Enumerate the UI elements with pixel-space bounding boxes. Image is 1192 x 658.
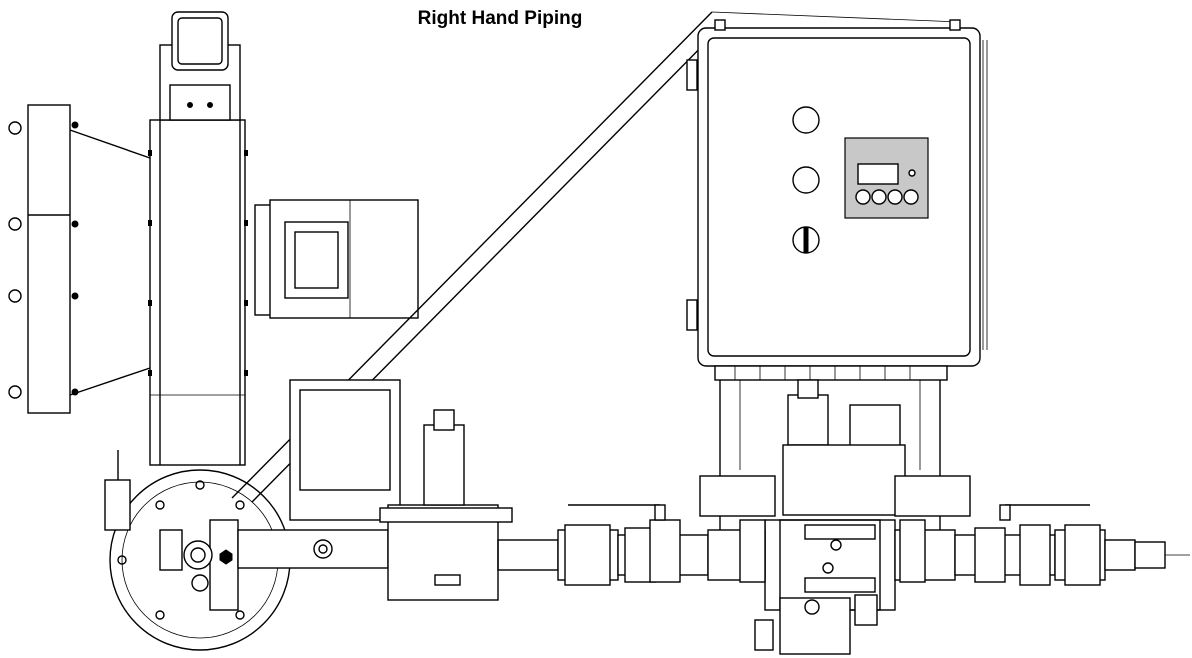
- burner-backplate: [104, 450, 291, 651]
- indicator-light: [792, 166, 820, 194]
- inlet-hooks: [8, 121, 22, 399]
- flame-controller: [844, 137, 929, 219]
- diagram-title: Right Hand Piping: [417, 8, 583, 29]
- pilot-light: [792, 106, 820, 134]
- control-panel: [686, 19, 988, 367]
- selector-switch: [792, 226, 820, 254]
- ball-valve-handle-right: [999, 504, 1090, 521]
- blower-housing: [148, 11, 248, 466]
- gas-valve-train: [699, 379, 971, 655]
- dungs-switch: [171, 11, 229, 71]
- ball-valve-handle-left: [568, 504, 666, 521]
- fan-inlet: [8, 104, 151, 414]
- blower-motor: [254, 199, 419, 319]
- gas-piping-right: [707, 504, 1190, 586]
- gas-piping-left: [237, 379, 709, 601]
- panel-top-right-tabs: [714, 19, 961, 31]
